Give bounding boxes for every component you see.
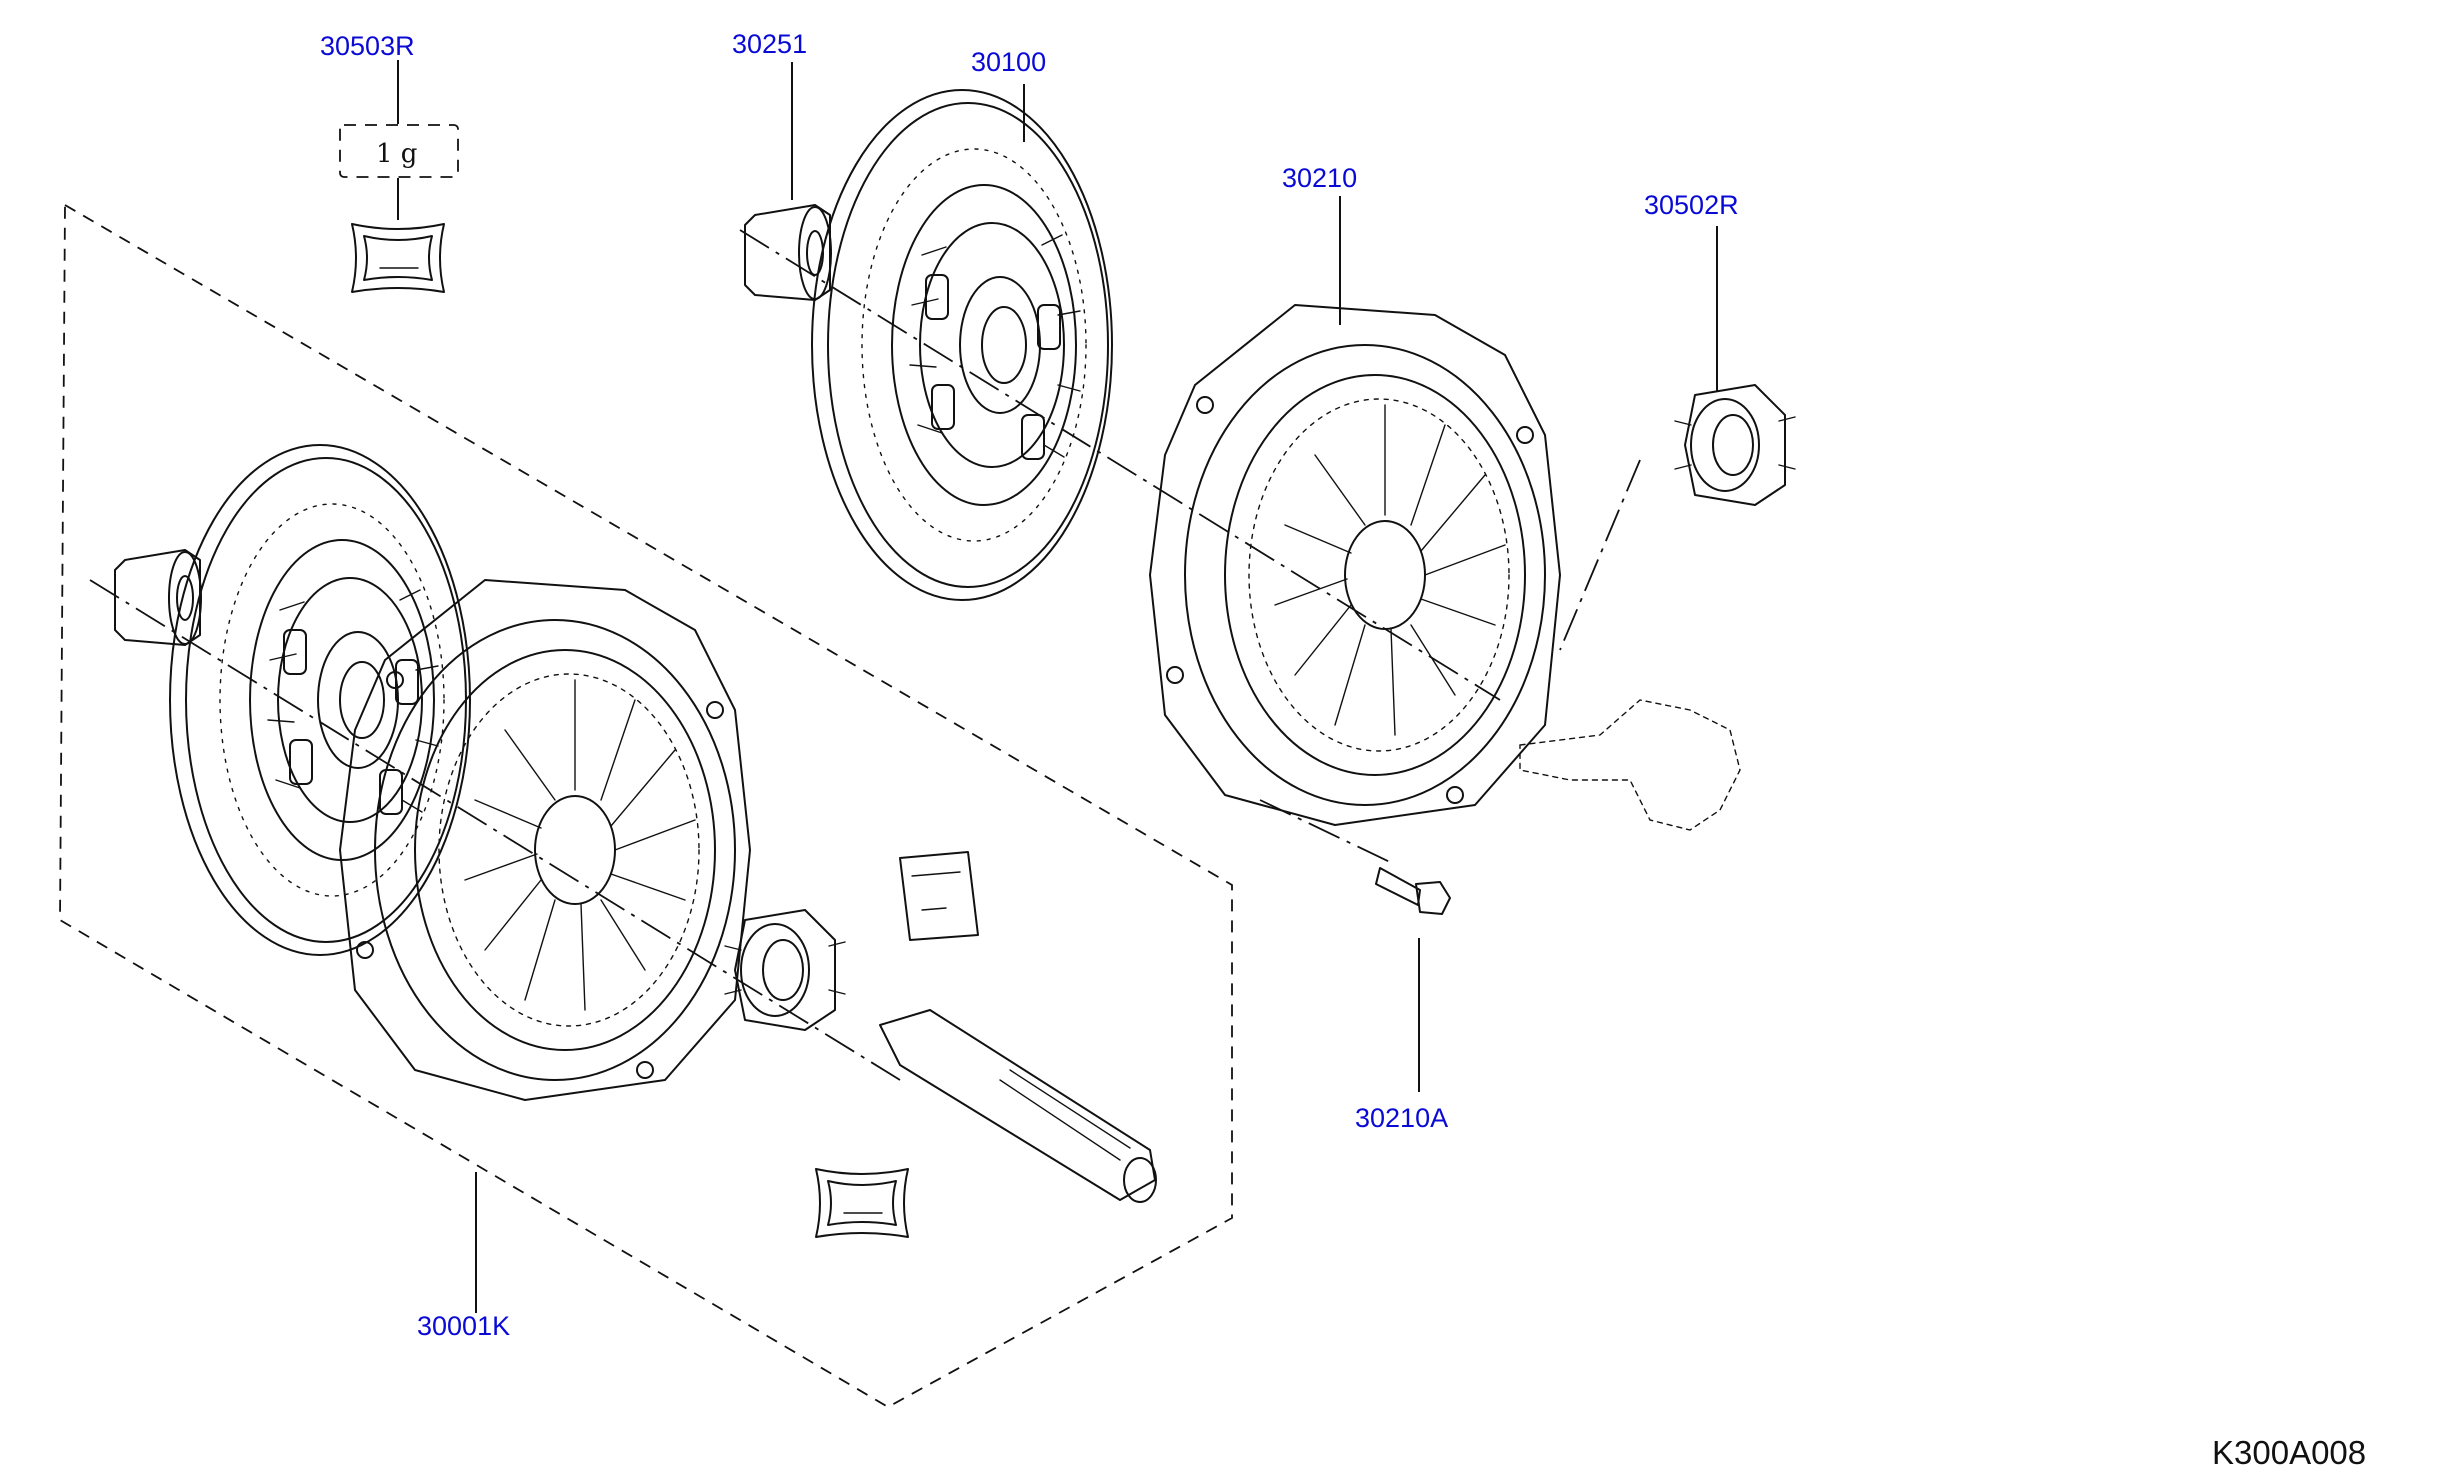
grease-packet-upper [351, 223, 445, 293]
clutch-cover-part [1149, 304, 1561, 826]
kit-clutch-cover [339, 579, 751, 1101]
label-30251[interactable]: 30251 [732, 29, 808, 59]
cover-bolt-part [1375, 867, 1451, 915]
label-30503R[interactable]: 30503R [320, 31, 415, 61]
diagram-code: K300A008 [2212, 1434, 2367, 1471]
pilot-bushing-part [744, 204, 832, 301]
axis-line-upper [739, 229, 1501, 701]
grease-quantity-text: 1 g [376, 139, 417, 169]
label-30210[interactable]: 30210 [1282, 163, 1358, 193]
kit-alignment-tool [879, 1009, 1157, 1203]
leader-lines [397, 60, 1718, 1313]
kit-instruction-sheet [899, 851, 979, 941]
grease-packet-kit [815, 1168, 909, 1238]
label-30210A[interactable]: 30210A [1355, 1103, 1449, 1133]
label-30100[interactable]: 30100 [971, 47, 1047, 77]
axis-line-bearing [1559, 459, 1641, 651]
kit-boundary [59, 203, 1233, 1409]
kit-pilot-bushing [114, 549, 202, 646]
kit-release-bearing [724, 909, 846, 1031]
release-fork-part [1519, 699, 1741, 831]
label-30502R[interactable]: 30502R [1644, 190, 1739, 220]
grease-quantity-box [339, 124, 459, 178]
clutch-disc-part [811, 89, 1113, 601]
release-bearing-part [1674, 384, 1796, 506]
label-30001K[interactable]: 30001K [417, 1311, 511, 1341]
kit-clutch-disc [169, 444, 471, 956]
axis-line-kit [89, 579, 901, 1081]
